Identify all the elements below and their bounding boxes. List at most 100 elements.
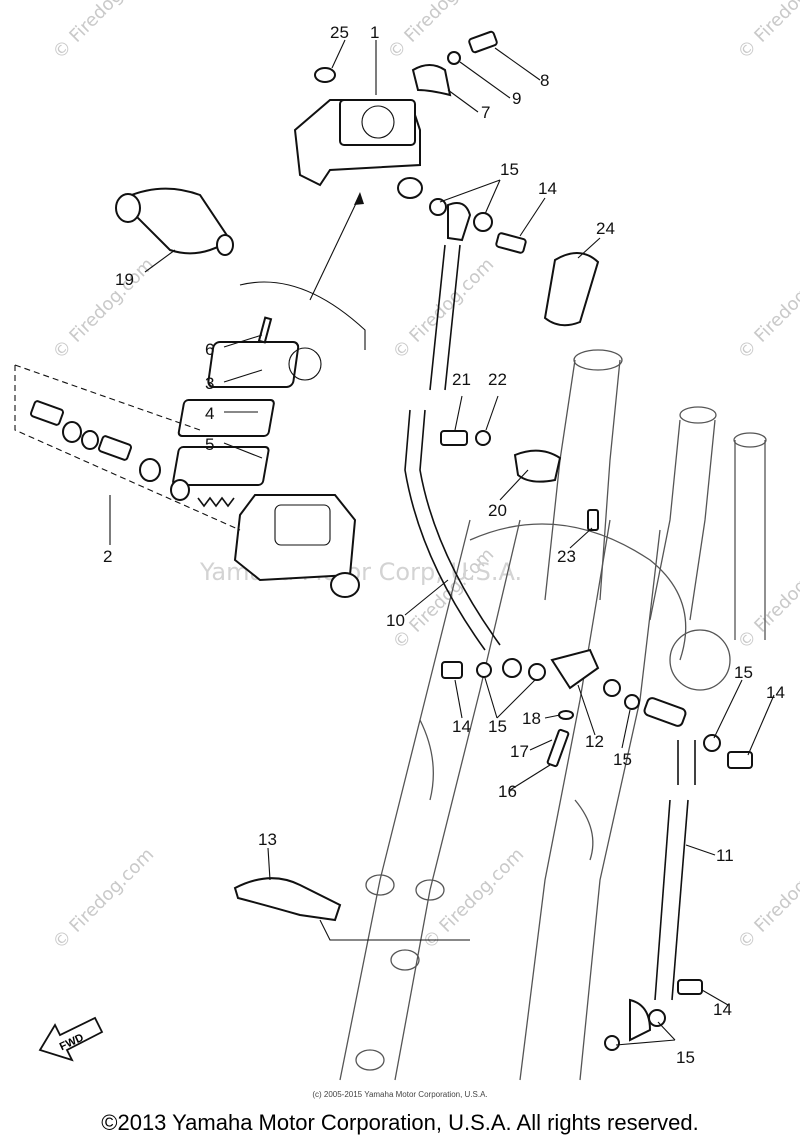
- hose-fitting: [643, 697, 687, 727]
- banjo-fitting: [447, 202, 472, 242]
- leader-18: [544, 714, 561, 719]
- leader-24: [577, 237, 601, 259]
- fork-boss: [365, 874, 395, 896]
- leader-20: [499, 469, 529, 501]
- leader-11: [685, 844, 716, 856]
- part-18-washer: [558, 710, 574, 720]
- leader-25: [331, 39, 346, 69]
- part-22-washer: [475, 430, 491, 446]
- callout-15: 15: [676, 1048, 695, 1067]
- hose-holder-bracket: [440, 430, 599, 531]
- explode-arrow-head: [354, 192, 364, 205]
- switch-end: [115, 193, 141, 223]
- watermark-site: © Firedog.com: [49, 844, 159, 954]
- callout-13: 13: [258, 830, 277, 849]
- part-14-bolt: [495, 232, 527, 254]
- switch-body: [118, 187, 232, 255]
- leader-16: [509, 764, 551, 791]
- leader-14: [701, 989, 729, 1006]
- headlight: [669, 629, 731, 691]
- fork-tube-right-outer: [519, 519, 611, 1081]
- leader-13: [267, 847, 271, 881]
- part-2-piston-kit: [14, 364, 241, 531]
- piston: [98, 435, 132, 461]
- callout-15: 15: [500, 160, 519, 179]
- part-23-bolt: [587, 509, 599, 531]
- housing-reservoir: [274, 504, 331, 546]
- part-11-hose: [671, 799, 689, 1001]
- tube-top: [733, 432, 767, 448]
- part-13-bracket: [233, 877, 342, 922]
- leader-15: [484, 179, 501, 215]
- callout-14: 14: [452, 717, 471, 736]
- watermark-site: © Firedog.com: [389, 254, 499, 364]
- part-6-screw: [257, 316, 273, 344]
- leader-9: [459, 61, 511, 99]
- part-15-washer: [528, 663, 546, 681]
- leader-15: [496, 679, 536, 719]
- part-15-washer: [603, 679, 621, 697]
- part-16-bolt: [546, 728, 570, 768]
- part-25-cap: [314, 67, 336, 83]
- part-14-bolt: [727, 751, 753, 769]
- leader-15: [439, 179, 501, 203]
- part-14-bolt: [677, 979, 703, 995]
- callout-15: 15: [734, 663, 753, 682]
- footer-copyright: ©2013 Yamaha Motor Corporation, U.S.A. A…: [101, 1110, 699, 1135]
- callout-25: 25: [330, 23, 349, 42]
- leader-15: [615, 1039, 676, 1046]
- steering-stem: [599, 359, 621, 601]
- callout-11: 11: [716, 846, 734, 865]
- cup: [139, 458, 161, 482]
- part-15-washer: [624, 694, 640, 710]
- cup: [170, 479, 190, 501]
- watermark-site: © Firedog.com: [734, 0, 800, 64]
- part-10-hose-upper: [444, 244, 461, 391]
- callout-2: 2: [103, 547, 112, 566]
- cup: [81, 430, 99, 450]
- leader-14: [519, 197, 546, 237]
- leader-23: [569, 527, 593, 549]
- switch-end: [216, 234, 234, 256]
- leader-15: [484, 677, 498, 719]
- return-spring: [197, 496, 235, 508]
- watermark-site: © Firedog.com: [49, 254, 159, 364]
- fork-tube-left-inner: [394, 519, 521, 1081]
- outlet-fitting: [397, 177, 423, 199]
- part-10-hose-upper: [429, 244, 446, 391]
- callout-18: 18: [522, 709, 541, 728]
- leader-22: [485, 395, 499, 431]
- callout-22: 22: [488, 370, 507, 389]
- callout-19: 19: [115, 270, 134, 289]
- leader-14: [454, 679, 463, 719]
- leader-15: [621, 709, 631, 749]
- part-15-washer: [604, 1035, 620, 1051]
- fwd-arrow-icon: [38, 1016, 104, 1062]
- callout-4: 4: [205, 404, 214, 423]
- part-14-bolt: [441, 661, 463, 679]
- fork-boss: [415, 879, 445, 901]
- callout-14: 14: [538, 179, 557, 198]
- leader-7: [447, 89, 479, 113]
- part-15-washer: [476, 662, 492, 678]
- part-15-washer: [648, 1009, 666, 1027]
- kit-boundary: [14, 365, 241, 531]
- master-cylinder-exploded: [172, 192, 366, 598]
- reservoir-cap: [339, 99, 416, 146]
- part-15-washer: [502, 658, 522, 678]
- part-3-cover: [207, 341, 300, 388]
- housing-outlet: [330, 572, 360, 598]
- leader-10: [404, 579, 449, 616]
- part-10-hose-lower: [404, 409, 486, 651]
- part-8-bolt: [468, 30, 498, 54]
- part-20-clamp: [513, 449, 562, 483]
- kit-boundary: [14, 364, 201, 431]
- fasteners: [429, 198, 753, 1051]
- part-21-bolt: [440, 430, 468, 446]
- piston-seal: [30, 400, 64, 426]
- leader-6: [223, 334, 263, 348]
- part-5-plate: [172, 446, 270, 486]
- callout-23: 23: [557, 547, 576, 566]
- part-15-washer: [429, 198, 447, 216]
- callout-7: 7: [481, 103, 490, 122]
